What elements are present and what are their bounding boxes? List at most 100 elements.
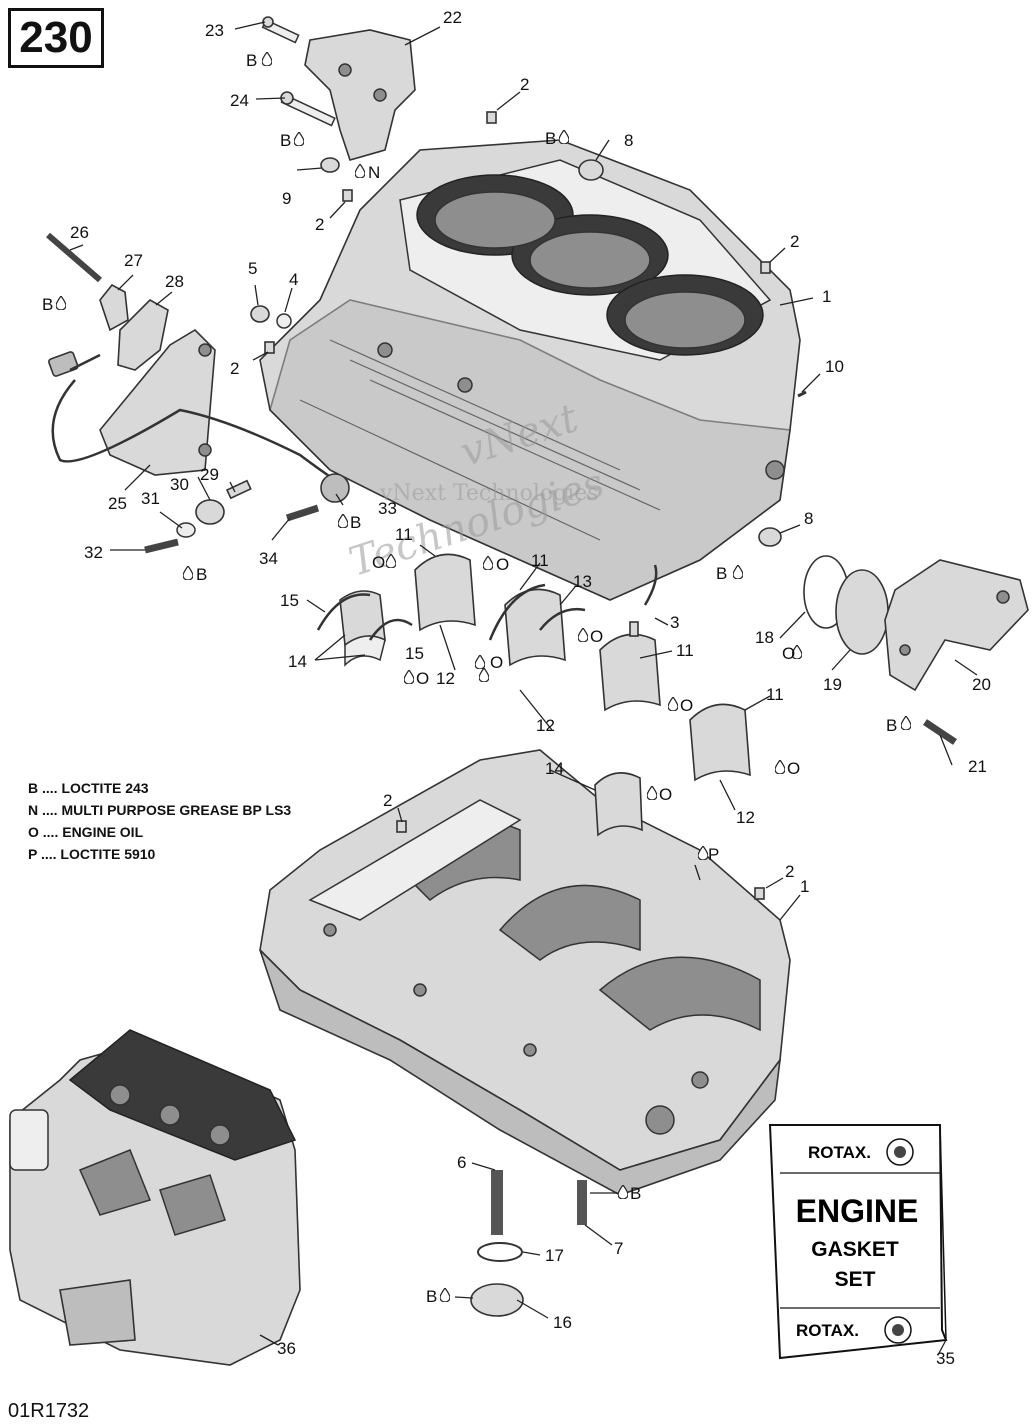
marker-o-11c: O: [787, 759, 800, 778]
callout-32: 32: [84, 543, 103, 562]
upper-crankcase[interactable]: [259, 139, 801, 601]
bushing-30[interactable]: [195, 499, 225, 525]
plug-2-e[interactable]: [396, 820, 407, 833]
marker-n-9: N: [368, 163, 380, 182]
pin-10[interactable]: [797, 390, 807, 398]
callout-4: 4: [289, 270, 298, 289]
callout-31: 31: [141, 489, 160, 508]
plug-8-b[interactable]: [758, 527, 782, 547]
legend-p: P .... LOCTITE 5910: [28, 846, 156, 862]
thrust-washer-13-a[interactable]: [488, 583, 546, 641]
card-brand-bottom: ROTAX.: [796, 1321, 859, 1340]
complete-engine[interactable]: [9, 1029, 301, 1366]
callout-30: 30: [170, 475, 189, 494]
bolt-34[interactable]: [285, 504, 320, 522]
callout-2-c: 2: [790, 232, 799, 251]
callout-8-b: 8: [804, 509, 813, 528]
callout-12-c: 12: [736, 808, 755, 827]
marker-o-13left: O: [490, 653, 503, 672]
bearing-group-6[interactable]: [594, 772, 643, 837]
card-title: ENGINE: [796, 1193, 919, 1229]
marker-o-15top: O: [372, 553, 385, 572]
bolt-26[interactable]: [46, 232, 102, 283]
card-line3: SET: [835, 1268, 876, 1291]
callout-27: 27: [124, 251, 143, 270]
engine-mount-bracket[interactable]: [304, 29, 416, 161]
gasket-set-card[interactable]: ROTAX. ENGINE GASKET SET ROTAX.: [768, 1124, 948, 1360]
bolt-23[interactable]: [261, 16, 300, 44]
callout-18: 18: [755, 628, 774, 647]
plug-2-f[interactable]: [754, 887, 765, 900]
marker-o-11: O: [496, 555, 509, 574]
washer-31[interactable]: [176, 522, 196, 538]
callout-29: 29: [200, 465, 219, 484]
legend-b: B .... LOCTITE 243: [28, 780, 149, 796]
bearing-group-2[interactable]: [414, 553, 476, 632]
ring-4[interactable]: [276, 313, 292, 329]
support-bracket-20[interactable]: [884, 559, 1029, 692]
callout-25: 25: [108, 494, 127, 513]
legend-o: O .... ENGINE OIL: [28, 824, 144, 840]
plug-2-c[interactable]: [760, 261, 771, 274]
card-brand-top: ROTAX.: [808, 1143, 871, 1162]
marker-b-8b: B: [716, 564, 727, 583]
o-ring-17[interactable]: [477, 1242, 523, 1262]
nut-5[interactable]: [250, 305, 270, 323]
card-line2: GASKET: [811, 1238, 899, 1261]
watermark-line1: vNext Technologies: [379, 481, 599, 506]
callout-11-d: 11: [766, 685, 784, 704]
thrust-washer-15-a[interactable]: [316, 593, 371, 631]
legend-n: N .... MULTI PURPOSE GREASE BP LS3: [28, 802, 291, 818]
callout-28: 28: [165, 272, 184, 291]
callout-10: 10: [825, 357, 844, 376]
plug-16[interactable]: [470, 1283, 524, 1317]
callout-9: 9: [282, 189, 291, 208]
callout-2-e: 2: [383, 791, 392, 810]
bearing-group-1[interactable]: [339, 590, 386, 667]
callout-1-a: 1: [822, 287, 831, 306]
callout-14-a: 14: [288, 652, 307, 671]
callout-5: 5: [248, 259, 257, 278]
plug-8-a[interactable]: [578, 159, 604, 181]
callout-2-d: 2: [230, 359, 239, 378]
callout-26: 26: [70, 223, 89, 242]
thrust-washer-13-b[interactable]: [539, 607, 586, 631]
bolt-21[interactable]: [923, 719, 957, 745]
lower-crankcase[interactable]: [259, 749, 791, 1196]
clamp-28[interactable]: [117, 299, 169, 371]
plug-2-d[interactable]: [264, 341, 275, 354]
callout-12-b: 12: [536, 716, 555, 735]
bearing-group-4[interactable]: [599, 633, 661, 712]
cover-19[interactable]: [835, 569, 889, 655]
nut-9[interactable]: [320, 157, 340, 173]
marker-p: P: [708, 845, 719, 864]
callout-1-b: 1: [800, 877, 809, 896]
plug-2-b[interactable]: [342, 189, 353, 202]
callout-12-a: 12: [436, 669, 455, 688]
marker-b-8: B: [545, 129, 556, 148]
callout-numbers: 23 22 24 2 8 9 2 2 1 26 27 28 5 4 2 10 2…: [70, 8, 991, 1368]
bolt-24[interactable]: [280, 91, 336, 127]
part-3-clip[interactable]: [643, 564, 658, 606]
sensor-wire[interactable]: [48, 351, 350, 503]
marker-b-21: B: [886, 716, 897, 735]
marker-b-26: B: [42, 295, 53, 314]
marker-o-15: O: [416, 669, 429, 688]
marker-o-14: O: [659, 785, 672, 804]
callout-21: 21: [968, 757, 987, 776]
leader-lines: [69, 21, 978, 1356]
page-number: 230: [8, 8, 104, 68]
marker-b-24: B: [280, 131, 291, 150]
bearing-group-5[interactable]: [689, 703, 751, 782]
clip-27[interactable]: [99, 283, 129, 332]
plug-2-a[interactable]: [486, 111, 497, 124]
part-3-pin[interactable]: [629, 621, 639, 637]
callout-34: 34: [259, 549, 278, 568]
marker-b-23: B: [246, 51, 257, 70]
callout-23: 23: [205, 21, 224, 40]
callout-2-b: 2: [315, 215, 324, 234]
marker-o-18: O: [782, 644, 795, 663]
bolt-32[interactable]: [144, 538, 179, 554]
thrust-washer-15-b[interactable]: [368, 618, 413, 641]
stud-29[interactable]: [225, 479, 252, 500]
